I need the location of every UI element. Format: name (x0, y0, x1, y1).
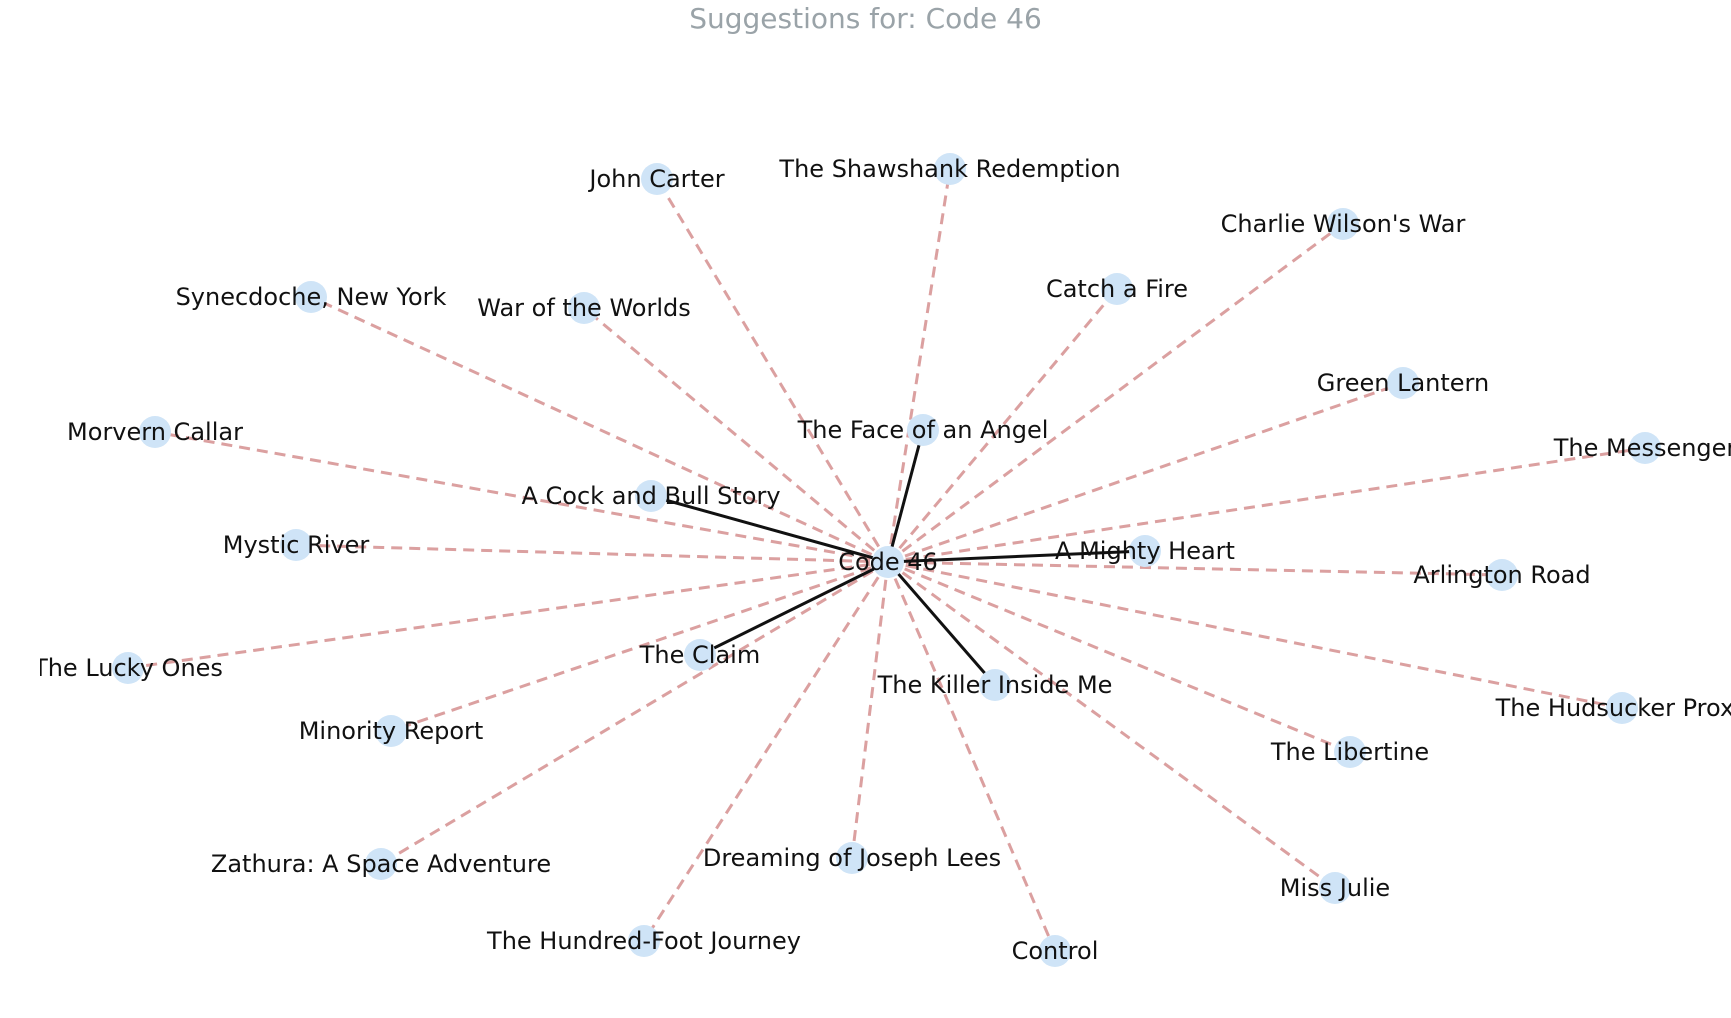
node-label-john-carter: John Carter (587, 165, 724, 193)
node-label-the-face-of-an-angel: The Face of an Angel (797, 416, 1049, 444)
node-label-charlie-wilson-s-war: Charlie Wilson's War (1221, 210, 1466, 238)
edge-the-hundred-foot-journey (642, 561, 890, 942)
node-label-mystic-river: Mystic River (223, 531, 370, 559)
node-label-the-hundred-foot-journey: The Hundred-Foot Journey (486, 927, 801, 955)
node-label-a-mighty-heart: A Mighty Heart (1055, 537, 1235, 565)
node-code-46 (872, 546, 904, 578)
edge-mystic-river (295, 543, 889, 564)
edge-the-messenger (887, 446, 1646, 564)
node-label-zathura-a-space-adventure: Zathura: A Space Adventure (211, 850, 551, 878)
edge-layer (127, 168, 1646, 952)
node-the-killer-inside-me (979, 669, 1011, 701)
node-label-the-lucky-ones: The Lucky Ones (32, 654, 223, 682)
node-the-shawshank-redemption (934, 153, 966, 185)
node-the-lucky-ones (112, 652, 144, 684)
edge-war-of-the-worlds (583, 306, 889, 564)
node-a-mighty-heart (1129, 535, 1161, 567)
label-layer: The Face of an Angel A Cock and Bull Stor… (32, 155, 1731, 965)
node-label-war-of-the-worlds: War of the Worlds (477, 294, 690, 322)
node-the-face-of-an-angel (907, 414, 939, 446)
node-label-morvern-callar: Morvern Callar (67, 418, 243, 446)
edge-zathura-a-space-adventure (380, 560, 889, 866)
node-war-of-the-worlds (568, 292, 600, 324)
node-minority-report (375, 715, 407, 747)
node-label-green-lantern: Green Lantern (1317, 369, 1489, 397)
node-label-the-killer-inside-me: The Killer Inside Me (877, 671, 1113, 699)
node-label-control: Control (1012, 937, 1099, 965)
edge-catch-a-fire (886, 288, 1119, 563)
edge-the-libertine (887, 560, 1351, 754)
node-arlington-road (1486, 559, 1518, 591)
node-label-the-libertine: The Libertine (1270, 738, 1429, 766)
node-a-cock-and-bull-story (635, 480, 667, 512)
edge-miss-julie (887, 560, 1336, 890)
node-label-catch-a-fire: Catch a Fire (1046, 275, 1188, 303)
edge-the-killer-inside-me (886, 561, 997, 686)
node-charlie-wilson-s-war (1327, 208, 1359, 240)
node-the-messenger (1629, 432, 1661, 464)
node-the-hudsucker-proxy (1606, 692, 1638, 724)
node-label-miss-julie: Miss Julie (1280, 874, 1390, 902)
node-layer (112, 153, 1661, 967)
node-label-dreaming-of-joseph-lees: Dreaming of Joseph Lees (703, 844, 1001, 872)
node-synecdoche-new-york (295, 281, 327, 313)
edge-charlie-wilson-s-war (887, 222, 1344, 564)
edge-a-cock-and-bull-story (650, 494, 889, 564)
edge-synecdoche-new-york (310, 295, 889, 564)
edge-the-claim (699, 560, 889, 657)
node-morvern-callar (139, 416, 171, 448)
node-label-the-shawshank-redemption: The Shawshank Redemption (778, 155, 1120, 183)
edge-the-shawshank-redemption (886, 168, 952, 563)
node-label-a-cock-and-bull-story: A Cock and Bull Story (521, 482, 780, 510)
node-zathura-a-space-adventure (365, 848, 397, 880)
node-mystic-river (280, 529, 312, 561)
node-label-the-messenger: The Messenger (1553, 434, 1731, 462)
graph-title: Suggestions for: Code 46 (689, 2, 1042, 35)
node-green-lantern (1387, 367, 1419, 399)
node-dreaming-of-joseph-lees (836, 842, 868, 874)
node-john-carter (641, 163, 673, 195)
edge-the-lucky-ones (127, 560, 889, 670)
edge-morvern-callar (154, 430, 889, 564)
node-miss-julie (1319, 872, 1351, 904)
node-control (1039, 935, 1071, 967)
edge-john-carter (655, 178, 890, 563)
edge-arlington-road (887, 560, 1503, 577)
edge-the-face-of-an-angel (886, 429, 925, 563)
node-label-the-hudsucker-proxy: The Hudsucker Proxy (1495, 694, 1731, 722)
edge-control (886, 561, 1057, 952)
node-label-synecdoche-new-york: Synecdoche, New York (176, 283, 447, 311)
edge-minority-report (390, 560, 889, 733)
edge-a-mighty-heart (887, 549, 1146, 564)
node-label-arlington-road: Arlington Road (1413, 561, 1590, 589)
node-the-hundred-foot-journey (628, 925, 660, 957)
node-label-the-claim: The Claim (639, 641, 760, 669)
node-label-code-46: Code 46 (838, 548, 938, 576)
node-label-minority-report: Minority Report (299, 717, 484, 745)
node-catch-a-fire (1101, 273, 1133, 305)
node-the-claim (684, 639, 716, 671)
edge-dreaming-of-joseph-lees (850, 561, 890, 859)
edge-green-lantern (887, 381, 1404, 564)
node-the-libertine (1334, 736, 1366, 768)
